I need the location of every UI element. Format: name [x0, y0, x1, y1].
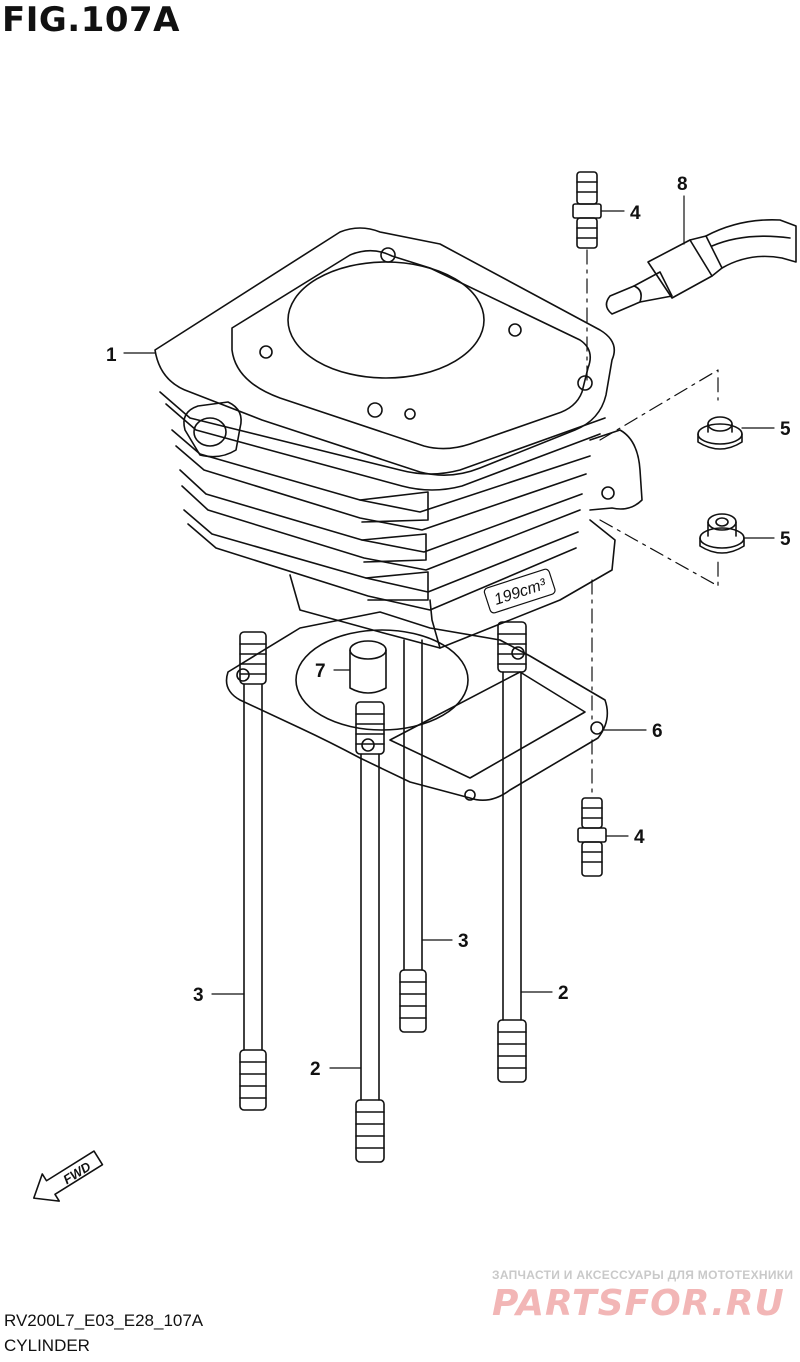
diagram-code: RV200L7_E03_E28_107A	[4, 1311, 204, 1330]
callout-3-center: 3	[458, 931, 469, 952]
callout-8: 8	[677, 174, 688, 195]
temperature-sensor	[605, 219, 797, 315]
cylinder-block: 199cm³	[154, 227, 643, 649]
bolt-hole	[508, 323, 522, 337]
stud-bolt-2-right	[497, 621, 527, 1083]
callout-4-top: 4	[630, 203, 641, 224]
short-stud-bottom	[577, 797, 607, 877]
flange-nut-upper	[697, 416, 743, 450]
bolt-hole	[367, 402, 383, 418]
callout-3-left: 3	[193, 985, 204, 1006]
fwd-label: FWD	[60, 1158, 94, 1187]
callout-4-bottom: 4	[634, 827, 645, 848]
callout-2-right: 2	[558, 983, 569, 1004]
figure-title: FIG.107A	[2, 0, 180, 40]
cylinder-base-gasket	[225, 611, 609, 801]
displacement-marking: 199cm³	[483, 568, 556, 614]
callout-5-lower: 5	[780, 529, 791, 550]
short-stud-top	[572, 171, 602, 249]
bolt-hole	[380, 247, 396, 263]
bolt-hole	[404, 408, 416, 420]
stud-bolt-3-left	[239, 631, 267, 1111]
leader-lines	[123, 195, 775, 1069]
dowel-pin	[349, 640, 387, 694]
callout-5-upper: 5	[780, 419, 791, 440]
callout-1: 1	[106, 345, 117, 366]
callout-2-left: 2	[310, 1059, 321, 1080]
fwd-arrow-icon: FWD	[32, 1150, 104, 1202]
stud-bolt-2-left	[355, 701, 385, 1163]
bolt-hole	[577, 375, 593, 391]
callout-labels: 1 8 4 5 5 7 6 4 3 3 2 2	[106, 174, 791, 1080]
bolt-hole	[259, 345, 273, 359]
callout-6: 6	[652, 721, 663, 742]
diagram-caption: CYLINDER	[4, 1336, 90, 1355]
watermark-logo: PARTSFOR.RU	[492, 1283, 785, 1324]
flange-nut-lower	[699, 513, 745, 554]
callout-7: 7	[315, 661, 326, 682]
alignment-lines	[586, 249, 719, 799]
watermark-tagline: ЗАПЧАСТИ И АКСЕССУАРЫ ДЛЯ МОТОТЕХНИКИ	[492, 1268, 794, 1282]
stud-bolt-3-center	[399, 639, 427, 1033]
